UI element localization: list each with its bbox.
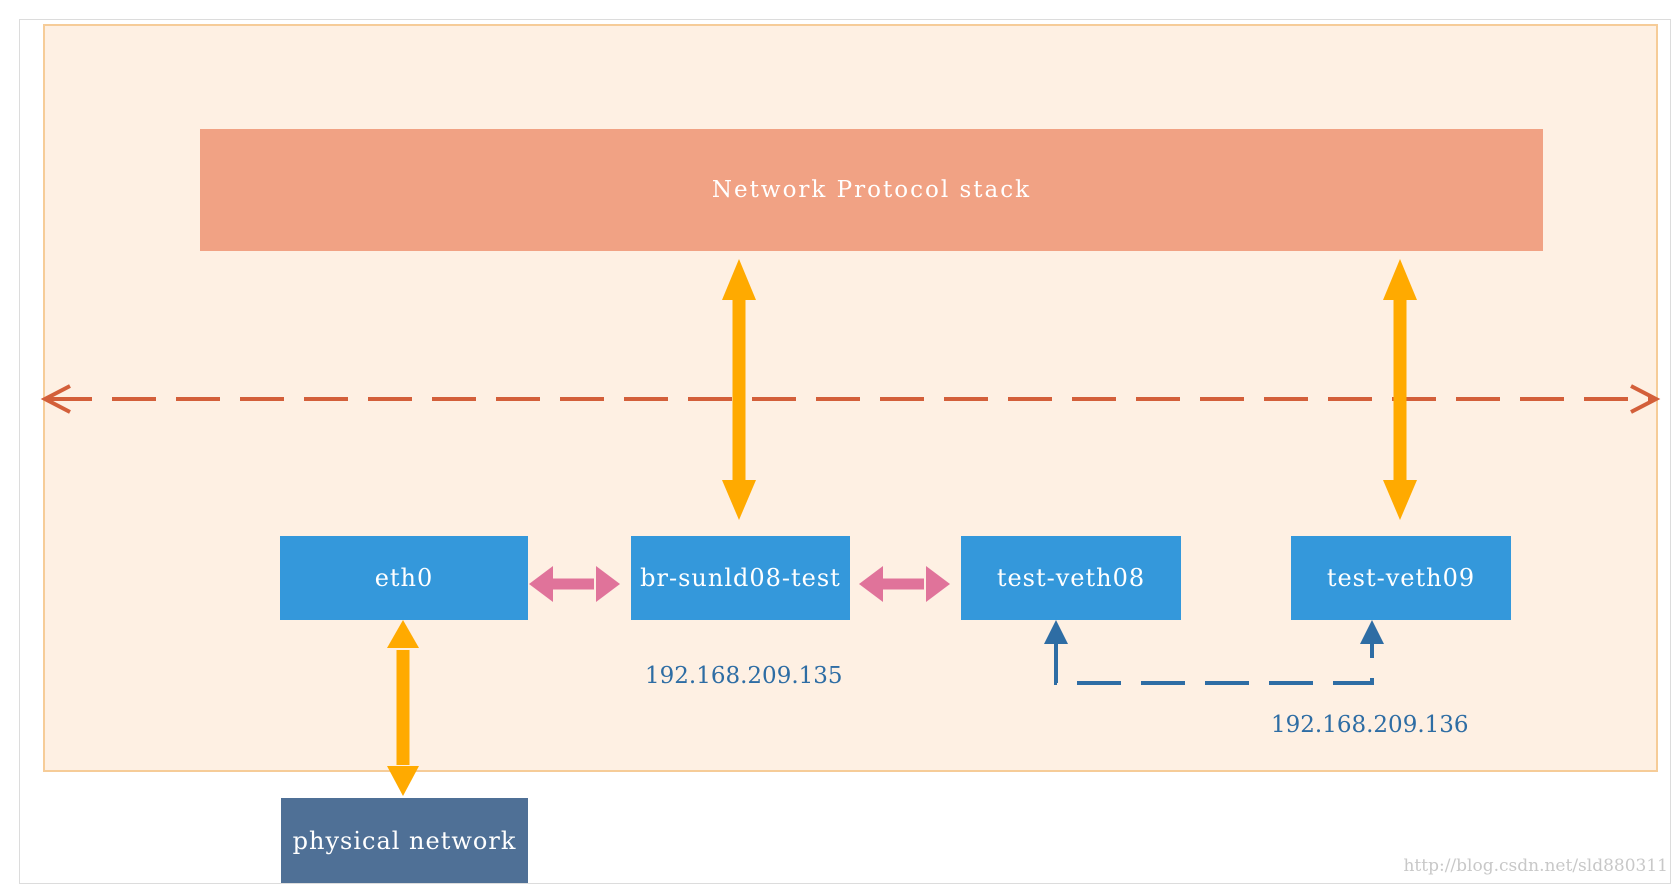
stack-bridge-arrow	[722, 259, 756, 520]
eth0-bridge-arrow	[529, 566, 620, 602]
bridge-ip-label: 192.168.209.135	[645, 663, 843, 689]
veth-pair-link	[1044, 620, 1384, 685]
watermark-text: http://blog.csdn.net/sld880311	[1403, 856, 1668, 876]
bridge-box: br-sunld08-test	[631, 536, 850, 620]
veth09-label: test-veth09	[1326, 564, 1476, 592]
bridge-veth08-arrow	[859, 566, 950, 602]
stack-veth09-arrow	[1383, 259, 1417, 520]
physical-network-label: physical network	[292, 826, 517, 855]
veth08-label: test-veth08	[996, 564, 1146, 592]
veth09-box: test-veth09	[1291, 536, 1511, 620]
veth-ip-label: 192.168.209.136	[1271, 712, 1469, 738]
eth0-box: eth0	[280, 536, 528, 620]
protocol-stack-label: Network Protocol stack	[711, 177, 1032, 203]
kernel-boundary-line	[40, 384, 1661, 414]
physical-network-box: physical network	[281, 798, 528, 883]
protocol-stack-box: Network Protocol stack	[200, 129, 1543, 251]
eth0-label: eth0	[374, 564, 434, 592]
diagram-frame	[19, 19, 1671, 884]
eth0-physical-arrow	[387, 620, 419, 796]
veth08-box: test-veth08	[961, 536, 1181, 620]
bridge-label: br-sunld08-test	[640, 564, 841, 592]
